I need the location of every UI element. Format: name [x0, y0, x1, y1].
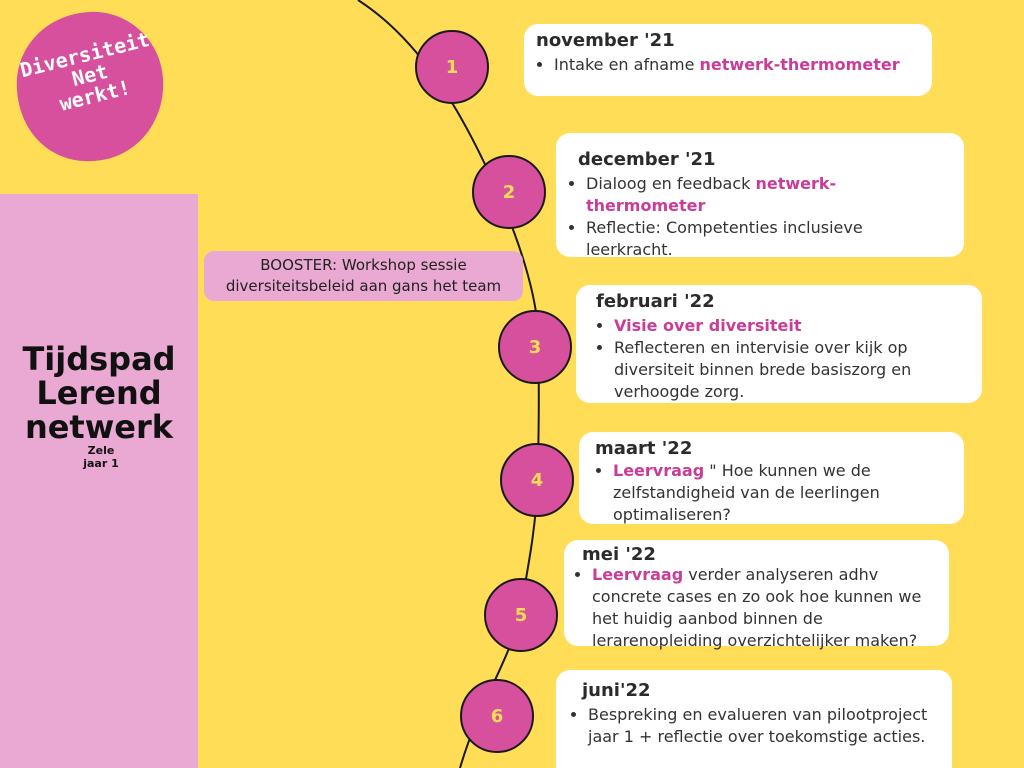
title-line-1: Tijdspad [22, 340, 176, 378]
step-date: november '21 [536, 30, 675, 51]
step-date: juni'22 [582, 680, 651, 701]
step-date: december '21 [578, 149, 716, 170]
booster-line-2: diversiteitsbeleid aan gans het team [225, 277, 502, 295]
step-date: mei '22 [582, 544, 656, 565]
step-date: maart '22 [595, 438, 693, 459]
step-item: Intake en afname netwerk-thermometer [554, 54, 920, 76]
subtitle-location: Zele [87, 444, 115, 457]
page-title: Tijdspad Lerend netwerk Zele jaar 1 [0, 342, 198, 470]
step-card-4: maart '22 Leervraag " Hoe kunnen we de z… [579, 432, 964, 524]
timeline-node-3: 3 [498, 310, 572, 384]
title-line-2: Lerend [36, 374, 162, 412]
sidebar-panel [0, 194, 198, 768]
booster-line-1: BOOSTER: Workshop sessie [260, 256, 467, 274]
step-item: Bespreking en evalueren van pilootprojec… [588, 704, 940, 748]
step-card-5: mei '22 Leervraag verder analyseren adhv… [564, 540, 949, 650]
title-line-3: netwerk [24, 408, 174, 446]
step-item: Dialoog en feedback netwerk-thermometer [586, 173, 952, 217]
step-card-3: februari '22 Visie over diversiteit Refl… [576, 285, 982, 403]
step-card-1: november '21 Intake en afname netwerk-th… [524, 24, 932, 96]
timeline-node-6: 6 [460, 679, 534, 753]
timeline-node-1: 1 [415, 30, 489, 104]
step-card-6: juni'22 Bespreking en evalueren van pilo… [556, 670, 952, 768]
timeline-node-5: 5 [484, 578, 558, 652]
timeline-node-2: 2 [472, 155, 546, 229]
subtitle-year: jaar 1 [83, 457, 119, 470]
step-date: februari '22 [596, 291, 715, 312]
step-item: Reflectie: Competenties inclusieve leerk… [586, 217, 952, 261]
step-item: Leervraag verder analyseren adhv concret… [592, 564, 945, 652]
logo-badge [16, 11, 164, 162]
step-item: Visie over diversiteit [614, 315, 970, 337]
step-card-2: december '21 Dialoog en feedback netwerk… [556, 133, 964, 259]
step-item: Reflecteren en intervisie over kijk op d… [614, 337, 970, 403]
booster-box: BOOSTER: Workshop sessie diversiteitsbel… [204, 251, 523, 301]
step-item: Leervraag " Hoe kunnen we de zelfstandig… [613, 460, 952, 526]
timeline-node-4: 4 [500, 443, 574, 517]
